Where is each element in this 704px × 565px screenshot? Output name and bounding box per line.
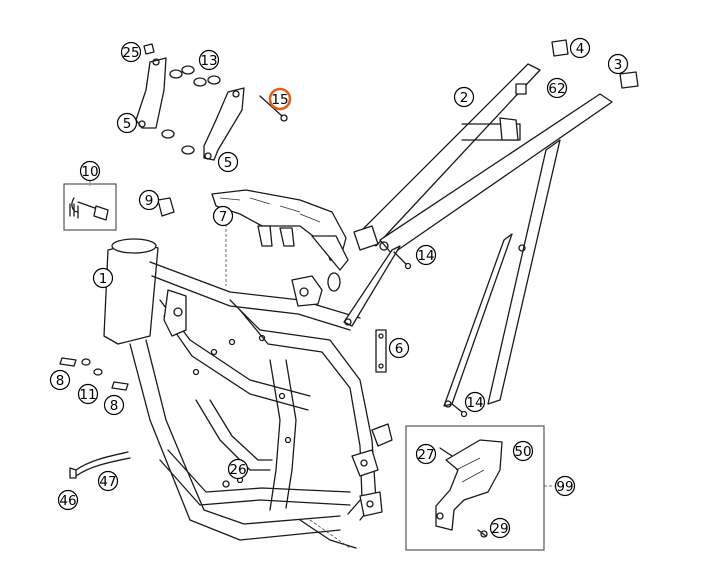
latch-kit-box: [63, 183, 117, 231]
callout-15[interactable]: 15: [268, 87, 292, 111]
callout-5-right[interactable]: 5: [217, 151, 239, 173]
svg-text:10: 10: [81, 164, 98, 180]
svg-text:8: 8: [110, 398, 119, 414]
engine-mount-bracket-left: [135, 57, 167, 129]
svg-text:29: 29: [491, 521, 508, 537]
bolts-14: [393, 251, 468, 418]
callout-99[interactable]: 99: [554, 475, 576, 497]
callout-14-lower[interactable]: 14: [464, 391, 486, 413]
engine-mount-bracket-right: [203, 87, 245, 161]
svg-text:11: 11: [79, 387, 96, 403]
svg-text:62: 62: [548, 81, 565, 97]
callout-5-left[interactable]: 5: [116, 112, 138, 134]
callout-62[interactable]: 62: [546, 77, 568, 99]
svg-text:25: 25: [122, 45, 139, 61]
svg-text:5: 5: [224, 155, 233, 171]
svg-text:5: 5: [123, 116, 132, 132]
breather-hose-part: [69, 451, 131, 479]
svg-text:9: 9: [145, 193, 154, 209]
svg-text:4: 4: [576, 41, 585, 57]
callout-27[interactable]: 27: [415, 443, 437, 465]
callout-13[interactable]: 13: [198, 49, 220, 71]
svg-text:99: 99: [556, 479, 573, 495]
callout-9[interactable]: 9: [138, 189, 160, 211]
callout-8-left[interactable]: 8: [49, 369, 71, 391]
subframe-part: [343, 63, 613, 408]
callout-6[interactable]: 6: [388, 337, 410, 359]
svg-text:27: 27: [417, 447, 434, 463]
callout-26[interactable]: 26: [227, 458, 249, 480]
svg-text:15: 15: [271, 92, 288, 108]
svg-text:46: 46: [59, 493, 76, 509]
callout-7[interactable]: 7: [212, 205, 234, 227]
callout-14-upper[interactable]: 14: [415, 244, 437, 266]
svg-text:47: 47: [99, 474, 116, 490]
svg-text:7: 7: [219, 209, 228, 225]
bolt-26: [222, 480, 230, 488]
callout-2[interactable]: 2: [453, 86, 475, 108]
shield-bracket-part: [211, 189, 349, 292]
svg-text:6: 6: [395, 341, 404, 357]
callout-25[interactable]: 25: [120, 41, 142, 63]
callout-3[interactable]: 3: [607, 53, 629, 75]
rubber-plug-part: [157, 197, 175, 217]
callout-50[interactable]: 50: [512, 440, 534, 462]
svg-text:2: 2: [460, 90, 469, 106]
svg-text:3: 3: [614, 57, 623, 73]
callout-46[interactable]: 46: [57, 489, 79, 511]
end-cap-parts: [515, 39, 639, 95]
callout-1[interactable]: 1: [92, 267, 114, 289]
svg-text:26: 26: [229, 462, 246, 478]
svg-text:8: 8: [56, 373, 65, 389]
svg-text:50: 50: [514, 444, 531, 460]
strap-part: [375, 329, 387, 373]
callout-4[interactable]: 4: [569, 37, 591, 59]
callout-8-right[interactable]: 8: [103, 394, 125, 416]
callout-10[interactable]: 10: [79, 160, 101, 182]
svg-text:14: 14: [417, 248, 434, 264]
svg-text:1: 1: [99, 271, 108, 287]
bolts-8-11: [59, 357, 129, 391]
svg-text:14: 14: [466, 395, 483, 411]
main-frame-part: [103, 238, 393, 549]
svg-text:13: 13: [200, 53, 217, 69]
callout-11[interactable]: 11: [77, 383, 99, 405]
washers-set: [143, 43, 288, 155]
callout-29[interactable]: 29: [489, 517, 511, 539]
kit-99-box: [405, 425, 545, 551]
callout-47[interactable]: 47: [97, 470, 119, 492]
